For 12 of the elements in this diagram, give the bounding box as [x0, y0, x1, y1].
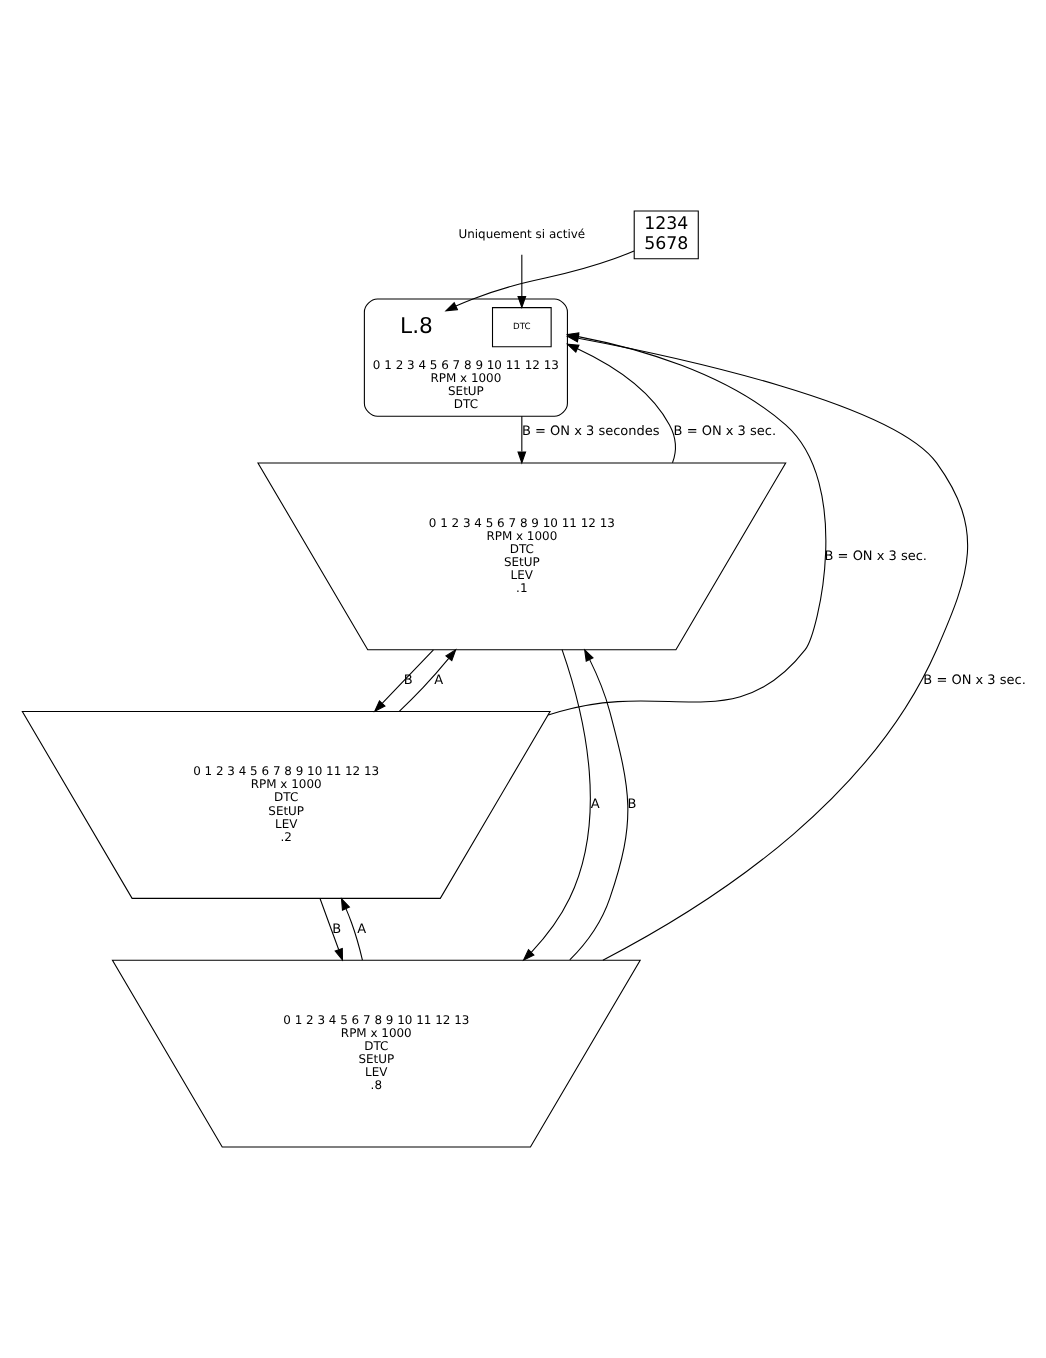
node-text: L.8	[399, 312, 432, 339]
node-box: 1234 5678	[632, 210, 698, 260]
arrow	[397, 648, 456, 712]
arrow	[443, 250, 634, 312]
arrow	[339, 897, 362, 961]
arrow	[568, 648, 628, 961]
arrow	[516, 415, 526, 465]
arrow	[564, 343, 676, 464]
arrow	[521, 649, 590, 962]
arrow	[318, 897, 343, 962]
arrow	[516, 254, 526, 310]
arrow	[372, 649, 433, 713]
